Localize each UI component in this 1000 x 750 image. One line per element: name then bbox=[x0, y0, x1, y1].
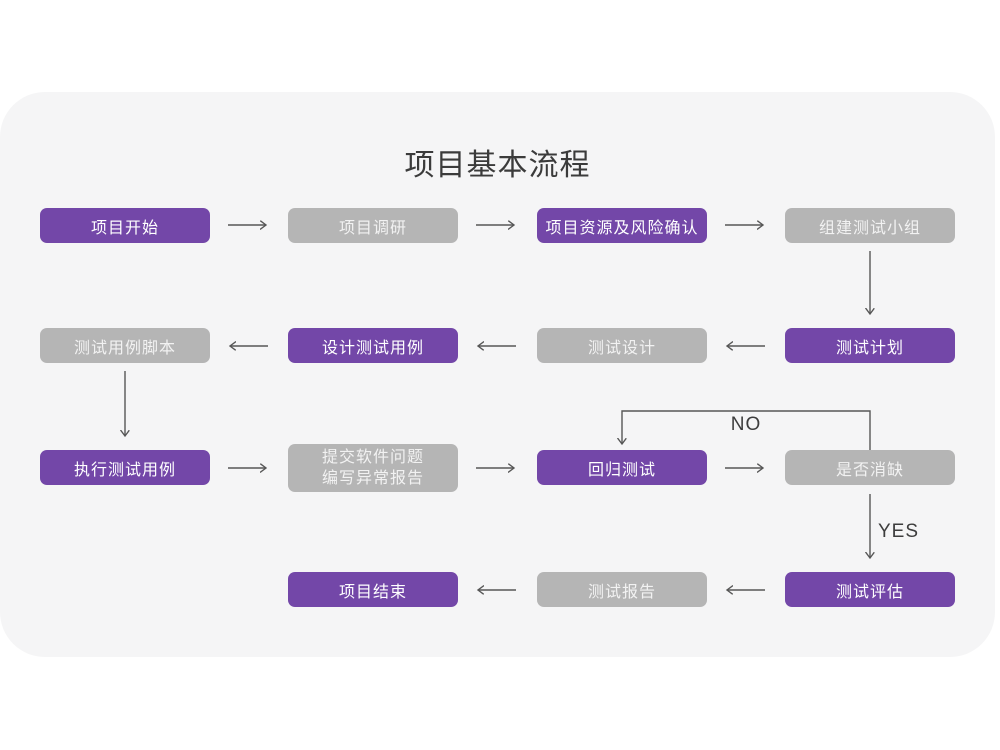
node-label: 项目开始 bbox=[90, 219, 159, 237]
flowchart-card-background bbox=[0, 92, 995, 657]
node-label: 执行测试用例 bbox=[73, 461, 176, 479]
node-test-plan: 测试计划 bbox=[785, 328, 955, 363]
node-design-test-cases: 设计测试用例 bbox=[288, 328, 458, 363]
node-defect-resolved: 是否消缺 bbox=[785, 450, 955, 485]
node-label: 设计测试用例 bbox=[321, 339, 424, 357]
edge-label-yes: YES bbox=[878, 521, 920, 542]
node-project-start: 项目开始 bbox=[40, 208, 210, 243]
node-label: 组建测试小组 bbox=[818, 219, 921, 237]
node-test-design: 测试设计 bbox=[537, 328, 707, 363]
node-project-end: 项目结束 bbox=[288, 572, 458, 607]
node-submit-issues-report: 提交软件问题 编写异常报告 bbox=[288, 444, 458, 492]
node-execute-test-cases: 执行测试用例 bbox=[40, 450, 210, 485]
node-label: 测试用例脚本 bbox=[73, 339, 176, 357]
node-label-line2: 编写异常报告 bbox=[321, 470, 424, 487]
node-label: 回归测试 bbox=[587, 461, 656, 479]
node-test-report: 测试报告 bbox=[537, 572, 707, 607]
node-label: 测试报告 bbox=[587, 583, 656, 601]
node-build-test-team: 组建测试小组 bbox=[785, 208, 955, 243]
node-label: 测试计划 bbox=[835, 339, 904, 357]
node-test-evaluation: 测试评估 bbox=[785, 572, 955, 607]
node-regression-test: 回归测试 bbox=[537, 450, 707, 485]
edge-label-no: NO bbox=[730, 414, 762, 435]
node-resource-risk-confirm: 项目资源及风险确认 bbox=[537, 208, 707, 243]
node-label-line1: 提交软件问题 bbox=[321, 449, 424, 466]
diagram-title: 项目基本流程 bbox=[404, 149, 591, 182]
node-label: 测试设计 bbox=[587, 339, 656, 357]
node-label: 是否消缺 bbox=[835, 461, 904, 479]
node-test-case-script: 测试用例脚本 bbox=[40, 328, 210, 363]
node-label: 项目调研 bbox=[338, 219, 407, 237]
node-project-research: 项目调研 bbox=[288, 208, 458, 243]
node-label: 测试评估 bbox=[835, 583, 904, 601]
node-label: 项目资源及风险确认 bbox=[545, 219, 699, 237]
node-label: 项目结束 bbox=[338, 583, 407, 601]
